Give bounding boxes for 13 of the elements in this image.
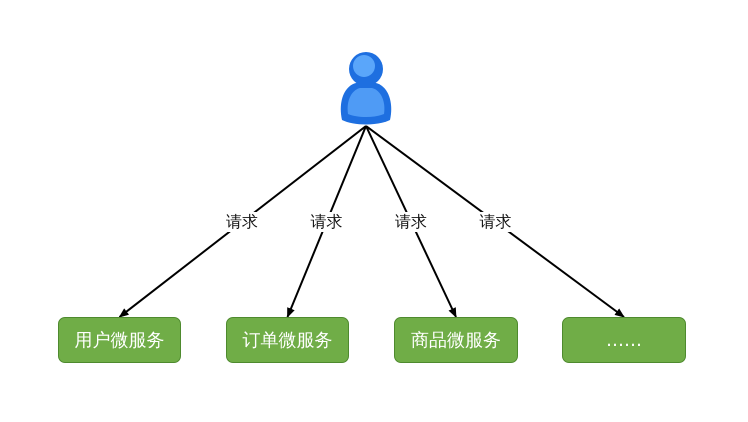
- service-box: 商品微服务: [394, 317, 518, 363]
- service-box: ……: [562, 317, 686, 363]
- edge-label: 请求: [310, 212, 344, 232]
- service-box: 订单微服务: [226, 317, 349, 363]
- arrow: [365, 125, 625, 318]
- edge-label: 请求: [394, 212, 428, 232]
- edge-label: 请求: [478, 212, 513, 232]
- arrow: [365, 126, 457, 318]
- arrow: [286, 126, 367, 318]
- service-box: 用户微服务: [58, 317, 181, 363]
- edge-label: 请求: [225, 212, 260, 232]
- arrow: [118, 125, 367, 318]
- person-icon: [338, 50, 394, 126]
